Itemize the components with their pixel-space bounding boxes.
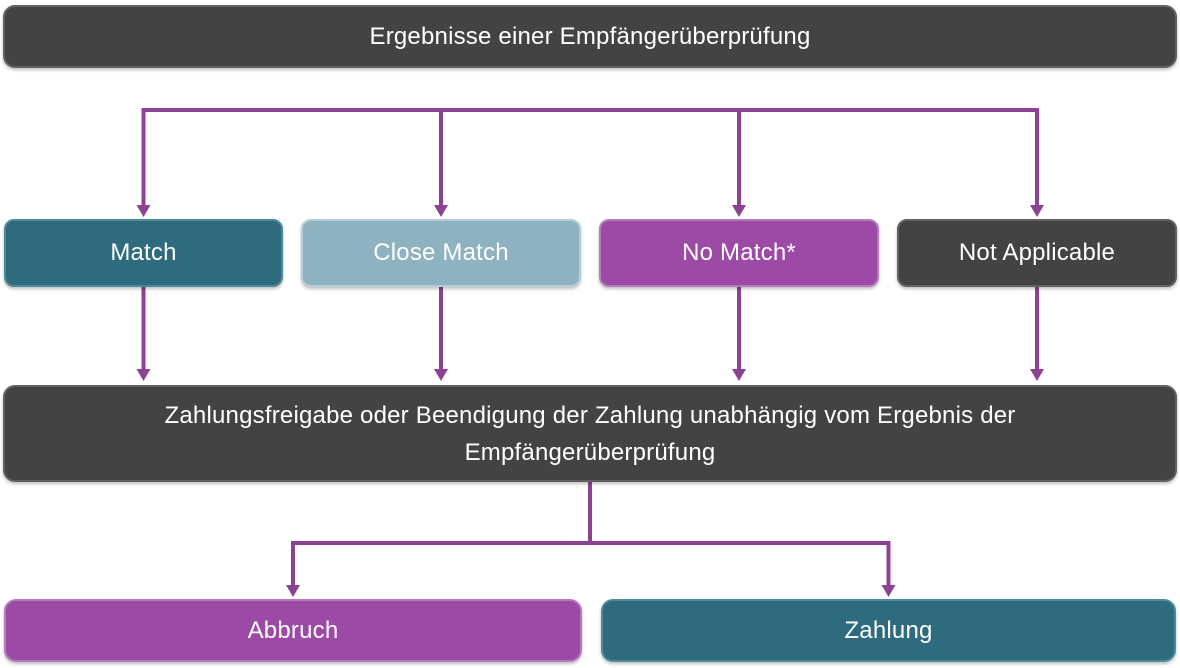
node-decision: Zahlungsfreigabe oder Beendigung der Zah…	[3, 385, 1177, 482]
arrowhead-icon	[286, 585, 300, 597]
split-connectors	[286, 482, 896, 597]
node-zahlung: Zahlung	[601, 599, 1176, 662]
node-decision-label: Zahlungsfreigabe oder Beendigung der Zah…	[164, 401, 1016, 466]
node-abbruch: Abbruch	[4, 599, 582, 662]
node-abbruch-label: Abbruch	[247, 616, 339, 644]
node-close-match-label: Close Match	[373, 239, 509, 266]
node-match: Match	[4, 219, 283, 287]
arrowhead-icon	[881, 585, 896, 597]
node-match-label: Match	[110, 239, 177, 266]
arrowhead-icon	[136, 369, 151, 381]
arrowhead-icon	[732, 205, 746, 217]
arrowhead-icon	[434, 369, 448, 381]
node-zahlung-label: Zahlung	[844, 616, 933, 644]
node-no-match: No Match*	[599, 219, 879, 287]
node-close-match: Close Match	[301, 219, 581, 287]
node-no-match-label: No Match*	[682, 239, 796, 266]
node-title-label: Ergebnisse einer Empfängerüberprüfung	[369, 22, 811, 50]
merge-connectors	[136, 287, 1044, 381]
arrowhead-icon	[136, 205, 151, 217]
arrowhead-icon	[1030, 369, 1044, 381]
fanout-connectors	[136, 108, 1044, 217]
node-not-applicable: Not Applicable	[897, 219, 1177, 287]
node-not-applicable-label: Not Applicable	[958, 239, 1116, 266]
arrowhead-icon	[1030, 205, 1044, 217]
arrowhead-icon	[732, 369, 746, 381]
arrowhead-icon	[434, 205, 448, 217]
node-title: Ergebnisse einer Empfängerüberprüfung	[3, 5, 1177, 68]
